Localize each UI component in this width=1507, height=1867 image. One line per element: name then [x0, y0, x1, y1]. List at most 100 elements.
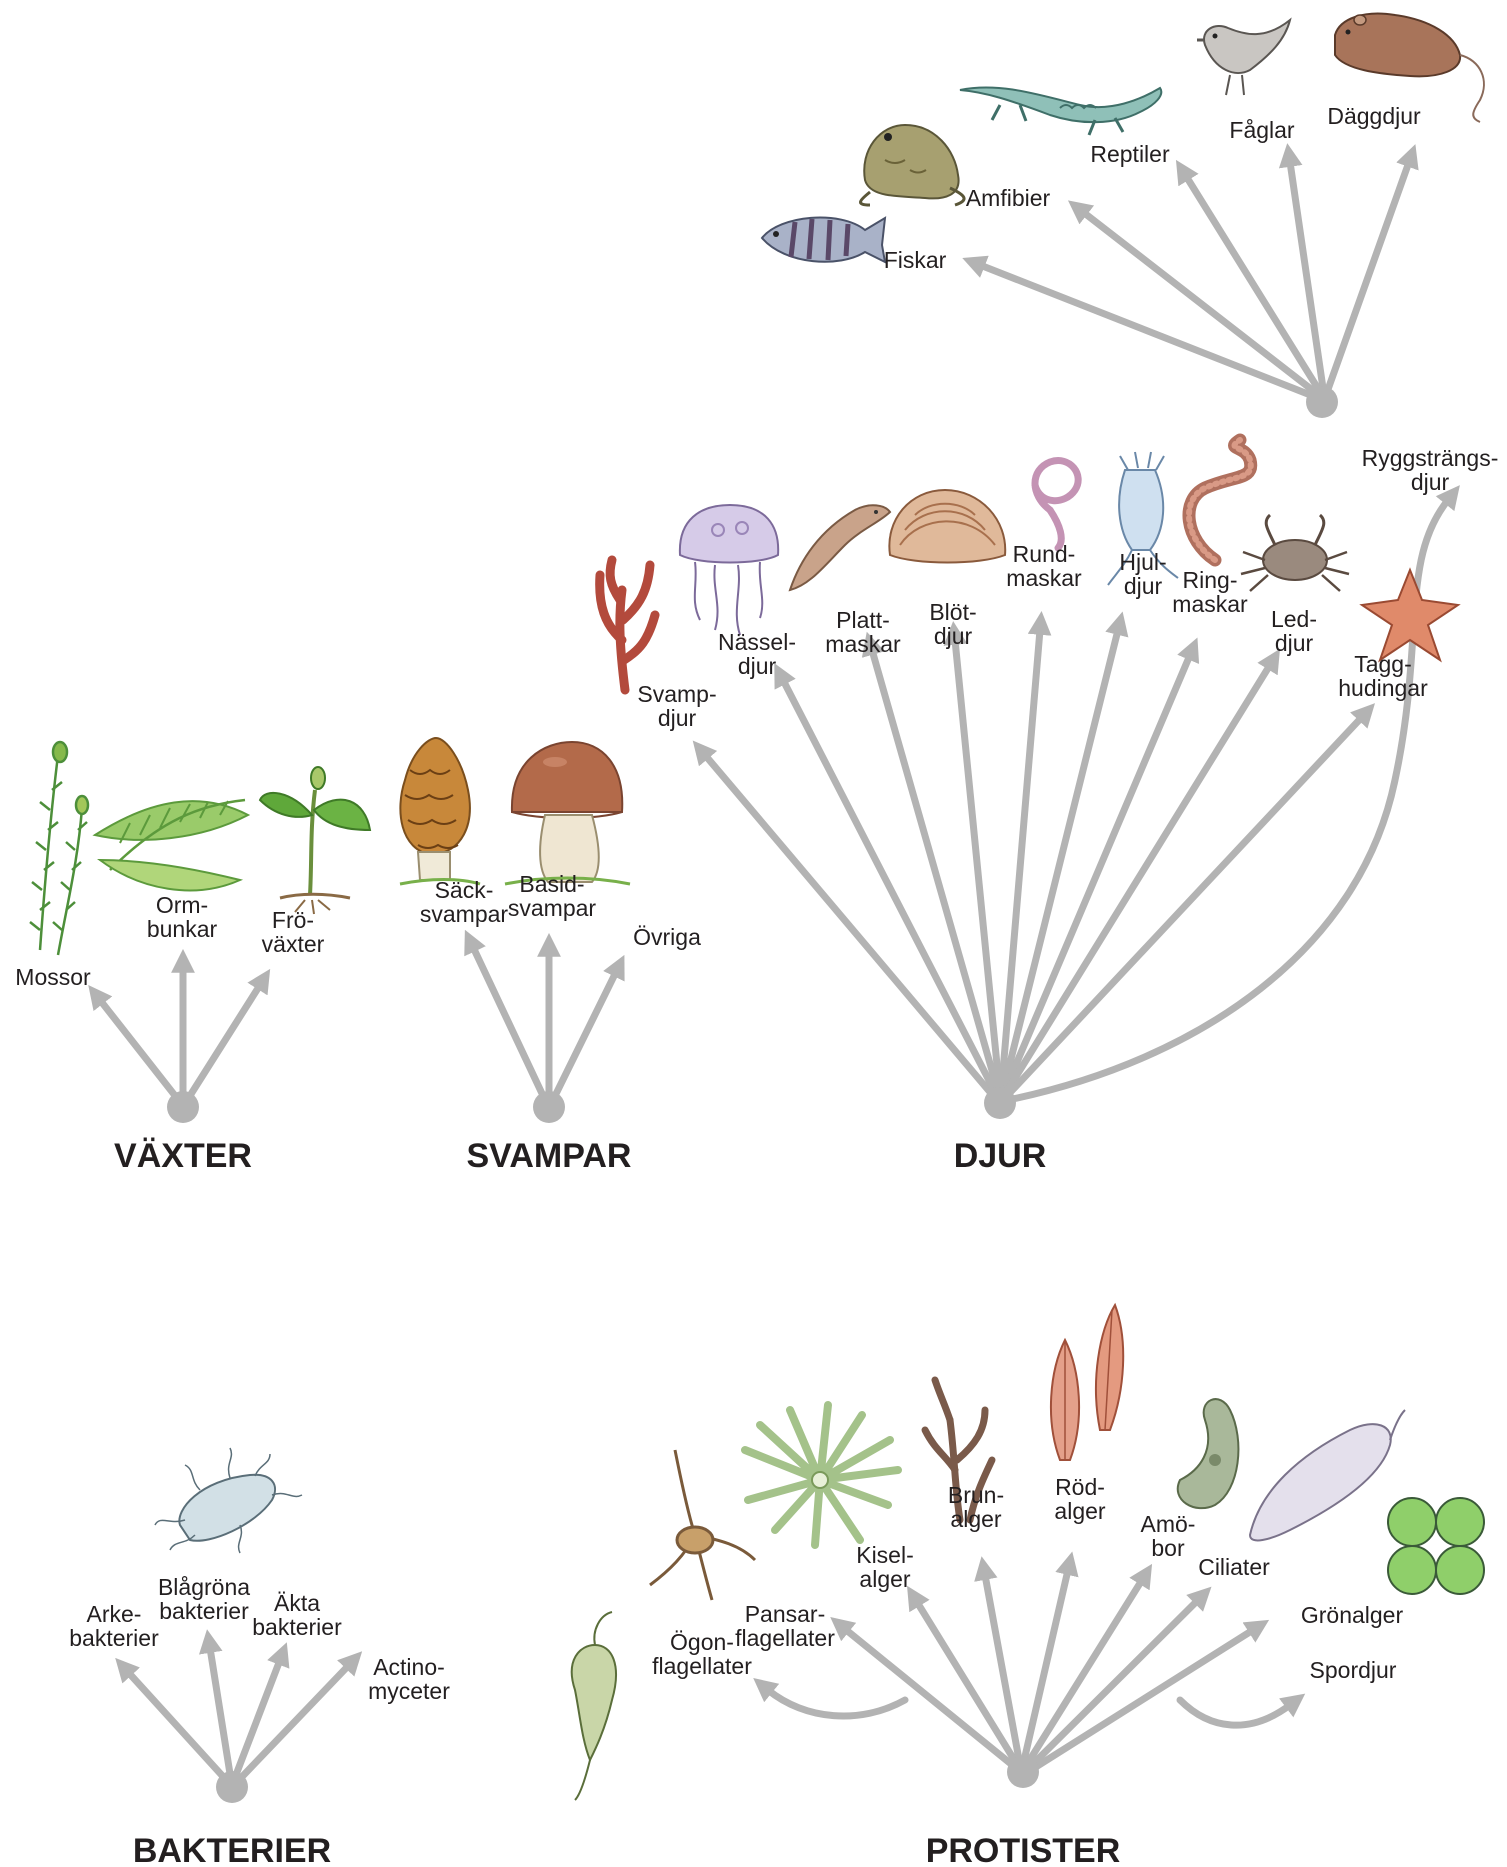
label-line: Grönalger — [1301, 1602, 1404, 1628]
djur-root-dot — [984, 1087, 1016, 1119]
label-line: Svamp- — [637, 681, 716, 707]
label-line: alger — [859, 1566, 910, 1592]
arrow — [473, 947, 546, 1102]
amoeba-icon — [1178, 1399, 1239, 1508]
label-line: maskar — [1006, 565, 1082, 591]
sponge-icon — [600, 560, 655, 690]
protister-branch-label: Brun-alger — [948, 1482, 1004, 1532]
protister-branch-label: Pansar-flagellater — [735, 1601, 835, 1651]
label-line: djur — [738, 653, 777, 679]
label-line: djur — [658, 705, 697, 731]
djur-branch-label: Ring-maskar — [1172, 567, 1248, 617]
djur-branch-label: Ryggsträngs-djur — [1362, 445, 1499, 495]
label-line: Blöt- — [929, 599, 976, 625]
dinoflagellate-icon — [650, 1450, 755, 1600]
seedling-icon — [260, 767, 370, 914]
label-line: Amö- — [1141, 1511, 1196, 1537]
label-line: Pansar- — [745, 1601, 826, 1627]
djur-branch-label: Platt-maskar — [825, 607, 901, 657]
label-line: Ring- — [1183, 567, 1238, 593]
djur-branch-label: Svamp-djur — [637, 681, 716, 731]
label-line: Blågröna — [158, 1574, 250, 1600]
arrow — [210, 1648, 231, 1780]
label-line: bakterier — [252, 1614, 342, 1640]
arrow — [186, 985, 260, 1102]
label-line: Orm- — [156, 892, 208, 918]
label-line: Actino- — [373, 1654, 445, 1680]
protister-branch-label: Spordjur — [1310, 1657, 1397, 1683]
ryggstrangsdjur-branch-label: Reptiler — [1090, 141, 1170, 167]
djur-branch-label: Blöt-djur — [929, 599, 976, 649]
crab-icon — [1241, 515, 1349, 591]
protister-branch-label: Kisel-alger — [856, 1542, 914, 1592]
svampar-branch-label: Basid-svampar — [508, 871, 597, 921]
flatworm-icon — [790, 505, 890, 590]
ryggstrangsdjur-branch-label: Fåglar — [1229, 117, 1295, 143]
protister-title: PROTISTER — [926, 1832, 1121, 1867]
label-line: Brun- — [948, 1482, 1004, 1508]
ryggstrangsdjur-branch-label: Däggdjur — [1327, 103, 1421, 129]
label-line: maskar — [1172, 591, 1248, 617]
label-line: Övriga — [633, 924, 701, 950]
euglena-icon — [572, 1612, 616, 1800]
label-line: Säck- — [435, 877, 494, 903]
svampar-branch-label: Övriga — [633, 924, 701, 950]
label-line: Kisel- — [856, 1542, 914, 1568]
vaxter-branch-label: Frö-växter — [262, 907, 325, 957]
label-line: flagellater — [735, 1625, 835, 1651]
label-line: Spordjur — [1310, 1657, 1397, 1683]
bakterier-title: BAKTERIER — [133, 1832, 331, 1867]
label-line: Tagg- — [1354, 651, 1412, 677]
label-line: hudingar — [1338, 675, 1428, 701]
label-line: djur — [1275, 630, 1314, 656]
label-line: alger — [950, 1506, 1001, 1532]
roundworm-icon — [1035, 461, 1078, 548]
label-line: bor — [1151, 1535, 1185, 1561]
arrow — [1180, 1700, 1290, 1725]
djur-branch-label: Nässel-djur — [718, 629, 796, 679]
label-line: Ryggsträngs- — [1362, 445, 1499, 471]
label-line: Däggdjur — [1327, 103, 1421, 129]
label-line: Reptiler — [1090, 141, 1170, 167]
svampar-title: SVAMPAR — [467, 1137, 632, 1175]
arrow — [1186, 176, 1322, 395]
arrow — [100, 1000, 180, 1102]
lizard-icon — [960, 88, 1161, 135]
fern-icon — [95, 800, 248, 890]
diatom-icon — [745, 1405, 898, 1545]
label-line: svampar — [420, 901, 509, 927]
svampar-root-dot — [533, 1091, 565, 1123]
arrow — [1290, 162, 1324, 395]
red-alga-icon — [1051, 1305, 1123, 1460]
label-line: djur — [934, 623, 973, 649]
vaxter-arrows — [100, 968, 260, 1102]
label-line: bunkar — [147, 916, 218, 942]
label-line: Arke- — [87, 1601, 142, 1627]
label-line: svampar — [508, 895, 597, 921]
label-line: Ögon- — [670, 1629, 734, 1655]
arrow — [980, 265, 1318, 398]
protister-branch-label: Amö-bor — [1141, 1511, 1196, 1561]
label-line: Amfibier — [966, 185, 1051, 211]
label-line: Led- — [1271, 606, 1317, 632]
ciliate-icon — [1250, 1410, 1405, 1540]
fish-icon — [762, 218, 885, 262]
label-line: bakterier — [159, 1598, 249, 1624]
djur-branch-label: Rund-maskar — [1006, 541, 1082, 591]
vaxter-branch-label: Orm-bunkar — [147, 892, 218, 942]
root-dots — [167, 386, 1338, 1803]
arrow — [1083, 212, 1320, 396]
bakterier-arrows — [128, 1648, 349, 1782]
bacterium-icon — [155, 1448, 302, 1553]
arrow — [768, 1690, 905, 1716]
arrow — [845, 1629, 1016, 1768]
arrow — [1004, 665, 1270, 1096]
label-line: myceter — [368, 1678, 450, 1704]
label-line: djur — [1411, 469, 1450, 495]
vaxter-branch-label: Mossor — [15, 964, 91, 990]
djur-title: DJUR — [954, 1137, 1047, 1175]
label-line: maskar — [825, 631, 901, 657]
jellyfish-icon — [680, 505, 778, 635]
